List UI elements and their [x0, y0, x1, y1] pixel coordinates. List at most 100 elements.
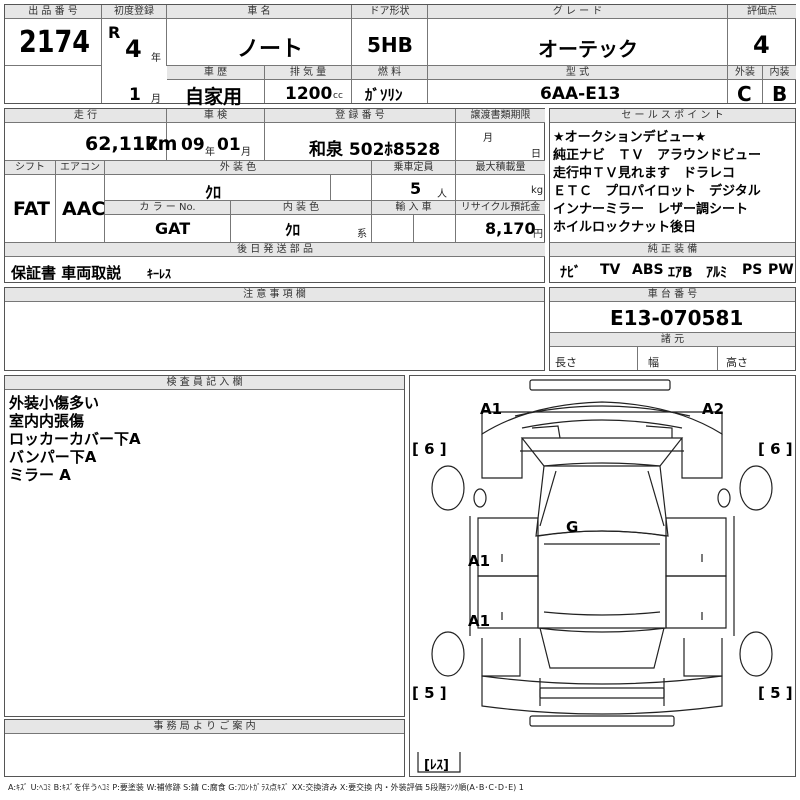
sales-points-label: セ ー ル ス ポ イ ン ト — [550, 109, 795, 123]
divider — [455, 109, 456, 160]
equipment-item: TV — [600, 262, 621, 278]
car-history-value: 自家用 — [185, 86, 243, 108]
divider — [351, 5, 352, 103]
model-code-value: 6AA-E13 — [540, 84, 621, 104]
capacity-unit: 人 — [437, 189, 447, 200]
aircon-label: エアコン — [56, 161, 105, 175]
later-parts-label: 後 日 発 送 部 品 — [5, 243, 545, 257]
resu-label: [ﾚｽ] — [424, 758, 449, 773]
equipment-item: ABS — [632, 262, 664, 278]
color-no-value: GAT — [155, 219, 191, 238]
spec-length: 長さ — [555, 356, 577, 369]
damage-code: A1 — [468, 612, 491, 630]
lot-label: 出 品 番 号 — [5, 5, 102, 19]
first-reg-month: 1 — [129, 85, 141, 105]
chassis-label: 車 台 番 号 — [550, 288, 795, 302]
divider — [101, 5, 102, 103]
divider — [637, 347, 638, 370]
year-unit: 年 — [151, 53, 161, 64]
exterior-grade-value: C — [737, 82, 752, 106]
later-parts-value: 保証書 車両取説 — [11, 264, 122, 282]
inspection-month-unit: 月 — [241, 147, 251, 158]
displacement-value: 1200 — [285, 84, 333, 104]
divider — [427, 5, 428, 103]
divider — [550, 332, 795, 333]
import-label: 輸 入 車 — [372, 201, 456, 215]
inspector-line: ミラー A — [9, 466, 71, 484]
inspection-year: 09 — [181, 135, 205, 155]
spec-height: 高さ — [726, 356, 748, 369]
equipment-item: ﾅﾋﾞ — [560, 265, 581, 281]
max-load-unit: kg — [531, 185, 544, 196]
int-color-value: ｸﾛ — [285, 221, 301, 239]
interior-grade-value: B — [772, 82, 788, 106]
inspection-label: 車 検 — [167, 109, 265, 123]
door-type: 5HB — [367, 33, 413, 57]
mileage-label: 走 行 — [5, 109, 167, 123]
equipment-item: PW — [768, 262, 794, 278]
mileage-unit: km — [145, 133, 178, 155]
fuel-label: 燃 料 — [352, 66, 428, 80]
transfer-doc-label: 譲渡書類期限 — [456, 109, 545, 123]
divider — [550, 242, 795, 243]
office-section: 事 務 局 よ り ご 案 内 — [4, 719, 405, 777]
capacity-label: 乗車定員 — [372, 161, 456, 175]
damage-code: G — [566, 518, 579, 536]
divider — [264, 65, 265, 103]
divider — [104, 161, 105, 242]
interior-grade-label: 内装 — [763, 66, 796, 80]
inspection-month: 01 — [217, 135, 241, 155]
equipment-item: PS — [742, 262, 763, 278]
divider — [5, 65, 101, 66]
displacement-unit: cc — [333, 91, 343, 101]
inspector-line: 外装小傷多い — [9, 394, 100, 412]
chassis-section: 車 台 番 号 E13-070581 諸 元 長さ 幅 高さ — [549, 287, 796, 371]
era-mark: R — [108, 23, 121, 42]
car-history-label: 車 歴 — [167, 66, 265, 80]
transfer-month-unit: 月 — [483, 133, 493, 144]
recycle-label: リサイクル預託金 — [456, 201, 545, 215]
recycle-value: 8,170 — [485, 219, 536, 238]
sales-point-line: インナーミラー レザー調シート — [553, 202, 749, 217]
spec-width: 幅 — [648, 356, 659, 369]
chassis-number: E13-070581 — [610, 306, 744, 330]
exterior-grade-label: 外装 — [728, 66, 763, 80]
genuine-equipment-label: 純 正 装 備 — [550, 243, 795, 257]
model-code-label: 型 式 — [428, 66, 728, 80]
tire-code: [ 6 ] — [412, 440, 447, 458]
divider — [5, 242, 545, 243]
later-parts-extra: ｷｰﾚｽ — [147, 267, 172, 281]
notes-label: 注 意 事 項 欄 — [5, 288, 544, 302]
inspector-line: 室内内張傷 — [9, 412, 85, 430]
inspector-line: ロッカーカバー下A — [9, 430, 141, 448]
sales-points-section: セ ー ル ス ポ イ ン ト ★オークションデビュー★ 純正ナビ ＴＶ アラウ… — [549, 108, 796, 283]
displacement-label: 排 気 量 — [265, 66, 352, 80]
transfer-day-unit: 日 — [531, 149, 541, 160]
car-name-label: 車 名 — [167, 5, 352, 19]
ext-color-value: ｸﾛ — [205, 183, 222, 202]
fuel-value: ｶﾞｿﾘﾝ — [365, 86, 403, 104]
equipment-item: ｴｱB — [668, 265, 693, 281]
specs-label: 諸 元 — [550, 333, 795, 347]
sales-point-line: ＥＴＣ プロパイロット デジタル — [553, 184, 761, 199]
inspector-label: 検 査 員 記 入 欄 — [5, 376, 404, 390]
score-label: 評価点 — [728, 5, 796, 19]
notes-section: 注 意 事 項 欄 — [4, 287, 545, 371]
max-load-label: 最大積載量 — [456, 161, 545, 175]
mileage-value: 62,117 — [85, 133, 159, 155]
tire-code: [ 5 ] — [758, 684, 793, 702]
damage-code: A2 — [702, 400, 725, 418]
inspector-line: バンパー下A — [9, 448, 97, 466]
divider — [104, 200, 545, 201]
car-diagram — [410, 376, 795, 776]
grade-value: オーテック — [538, 37, 638, 61]
inspection-year-unit: 年 — [205, 147, 215, 158]
inspector-section: 検 査 員 記 入 欄 外装小傷多い 室内内張傷 ロッカーカバー下A バンパー下… — [4, 375, 405, 717]
int-color-suffix: 系 — [357, 229, 367, 240]
capacity-value: 5 — [410, 179, 422, 198]
car-diagram-section: A1 A2 [ 6 ] [ 6 ] G A1 A1 [ 5 ] [ 5 ] [ﾚ… — [409, 375, 796, 777]
int-color-label: 内 装 色 — [231, 201, 372, 215]
first-reg-label: 初度登録 — [102, 5, 167, 19]
damage-code: A1 — [468, 552, 491, 570]
shift-label: シフト — [5, 161, 56, 175]
